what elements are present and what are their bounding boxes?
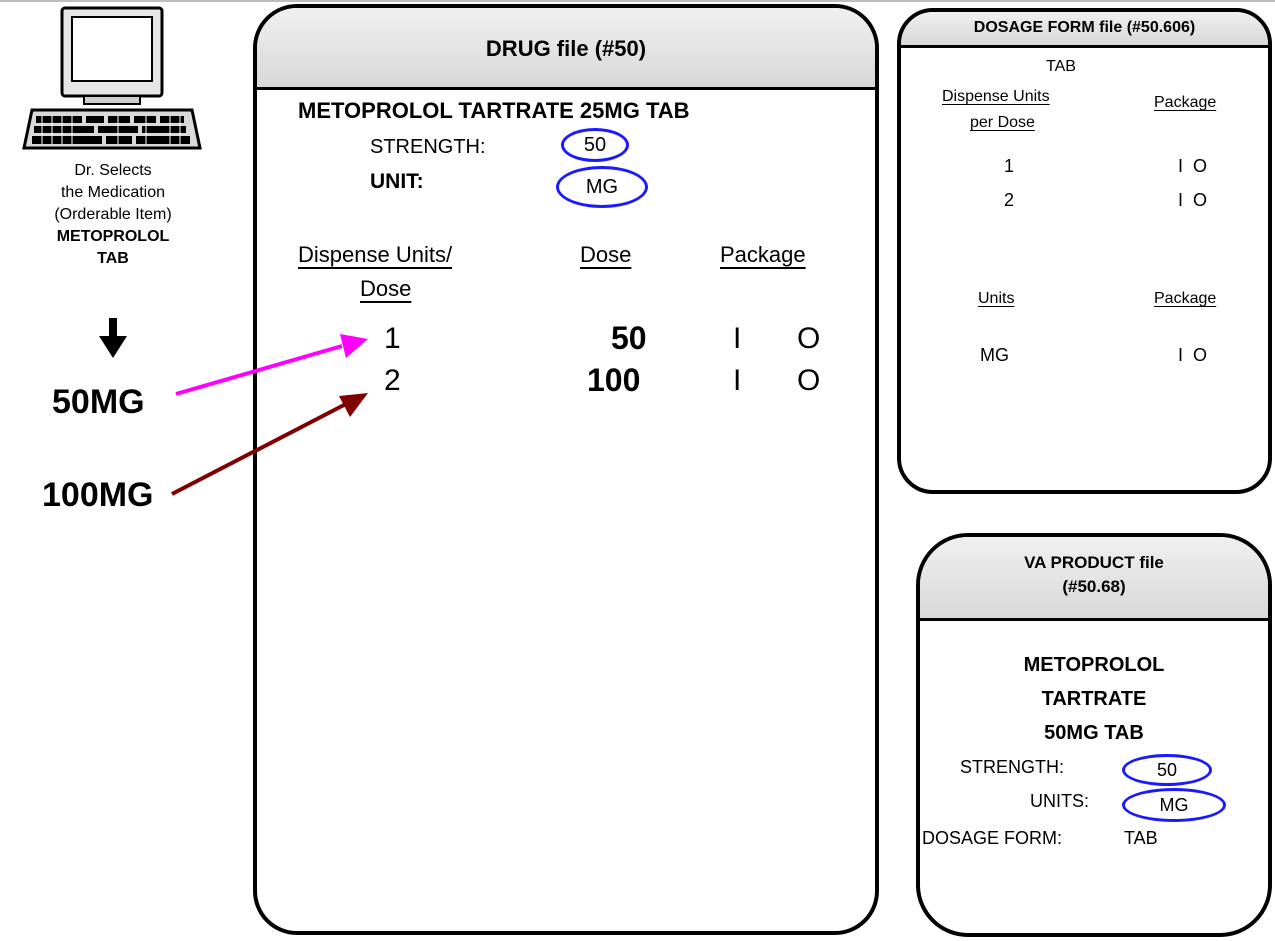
drug-file-panel: DRUG file (#50) xyxy=(253,4,879,935)
down-arrow-icon xyxy=(99,318,127,358)
dosage-form-file-title: DOSAGE FORM file (#50.606) xyxy=(901,12,1268,48)
drug-row-1-dose: 50 xyxy=(611,320,647,356)
va-product-name: METOPROLOL TARTRATE 50MG TAB xyxy=(916,648,1272,750)
dosage-units-header: Units xyxy=(978,290,1015,307)
dosage-dispense-header-2: per Dose xyxy=(970,114,1035,131)
drug-dispense-header-1: Dispense Units/ xyxy=(298,242,453,267)
drug-row-1-pkg-o: O xyxy=(797,322,821,355)
va-strength-label: STRENGTH: xyxy=(960,757,1065,777)
drug-unit-value: MG xyxy=(585,176,619,198)
dosage-row-2-units: 2 xyxy=(1004,190,1015,210)
dose-100mg-label: 100MG xyxy=(42,476,154,514)
drug-dispense-header-2: Dose xyxy=(360,276,412,301)
va-strength-circle: 50 xyxy=(1122,754,1212,786)
va-product-title-line-2: (#50.68) xyxy=(1062,577,1126,596)
dosage-units-package-header: Package xyxy=(1154,290,1217,307)
orderable-item-name-line-2: TAB xyxy=(97,250,129,267)
orderable-item-description: Dr. Selects the Medication (Orderable It… xyxy=(8,160,218,270)
drug-unit-circle: MG xyxy=(556,166,648,208)
drug-row-2-dose: 100 xyxy=(587,362,641,398)
va-product-title-line-1: VA PRODUCT file xyxy=(1024,553,1164,572)
drug-row-2-units: 2 xyxy=(384,364,401,397)
dosage-units-package: I O xyxy=(1178,345,1208,365)
drug-unit-label: UNIT: xyxy=(370,170,424,193)
va-units-label: UNITS: xyxy=(1030,791,1090,811)
desc-line-2: the Medication xyxy=(60,184,166,201)
va-dosage-form-label: DOSAGE FORM: xyxy=(922,828,1063,848)
va-product-file-title: VA PRODUCT file (#50.68) xyxy=(920,537,1268,621)
va-strength-value: 50 xyxy=(1156,760,1178,780)
drug-row-1-pkg-i: I xyxy=(733,322,742,355)
desc-line-3: (Orderable Item) xyxy=(54,206,172,223)
va-units-value: MG xyxy=(1159,795,1189,815)
drug-name: METOPROLOL TARTRATE 25MG TAB xyxy=(298,98,690,123)
va-product-name-line-3: 50MG TAB xyxy=(1044,722,1144,744)
drug-row-1-units: 1 xyxy=(384,322,401,355)
drug-row-2-pkg-i: I xyxy=(733,364,742,397)
desc-line-1: Dr. Selects xyxy=(74,162,152,179)
dosage-row-1-package: I O xyxy=(1178,156,1208,176)
va-dosage-form-value: TAB xyxy=(1124,828,1158,848)
drug-row-2-pkg-o: O xyxy=(797,364,821,397)
drug-dose-header: Dose xyxy=(580,242,632,267)
va-product-name-line-1: METOPROLOL xyxy=(1023,654,1165,676)
dosage-package-header: Package xyxy=(1154,94,1217,111)
dosage-row-1-units: 1 xyxy=(1004,156,1015,176)
computer-icon xyxy=(22,6,202,150)
va-product-name-line-2: TARTRATE xyxy=(1041,688,1147,710)
va-product-file-panel: VA PRODUCT file (#50.68) xyxy=(916,533,1272,937)
dosage-form-file-panel: DOSAGE FORM file (#50.606) xyxy=(897,8,1272,494)
drug-strength-label: STRENGTH: xyxy=(370,136,486,158)
drug-strength-value: 50 xyxy=(583,134,607,156)
dose-50mg-label: 50MG xyxy=(52,383,145,421)
dosage-row-2-package: I O xyxy=(1178,190,1208,210)
dosage-units-value: MG xyxy=(980,345,1009,365)
dosage-form-value: TAB xyxy=(1046,58,1076,75)
va-units-circle: MG xyxy=(1122,788,1226,822)
drug-strength-circle: 50 xyxy=(561,128,629,162)
dosage-dispense-header-1: Dispense Units xyxy=(942,88,1050,105)
drug-package-header: Package xyxy=(720,242,806,267)
orderable-item-name-line-1: METOPROLOL xyxy=(56,228,170,245)
top-divider xyxy=(0,0,1275,2)
drug-file-title: DRUG file (#50) xyxy=(257,8,875,90)
